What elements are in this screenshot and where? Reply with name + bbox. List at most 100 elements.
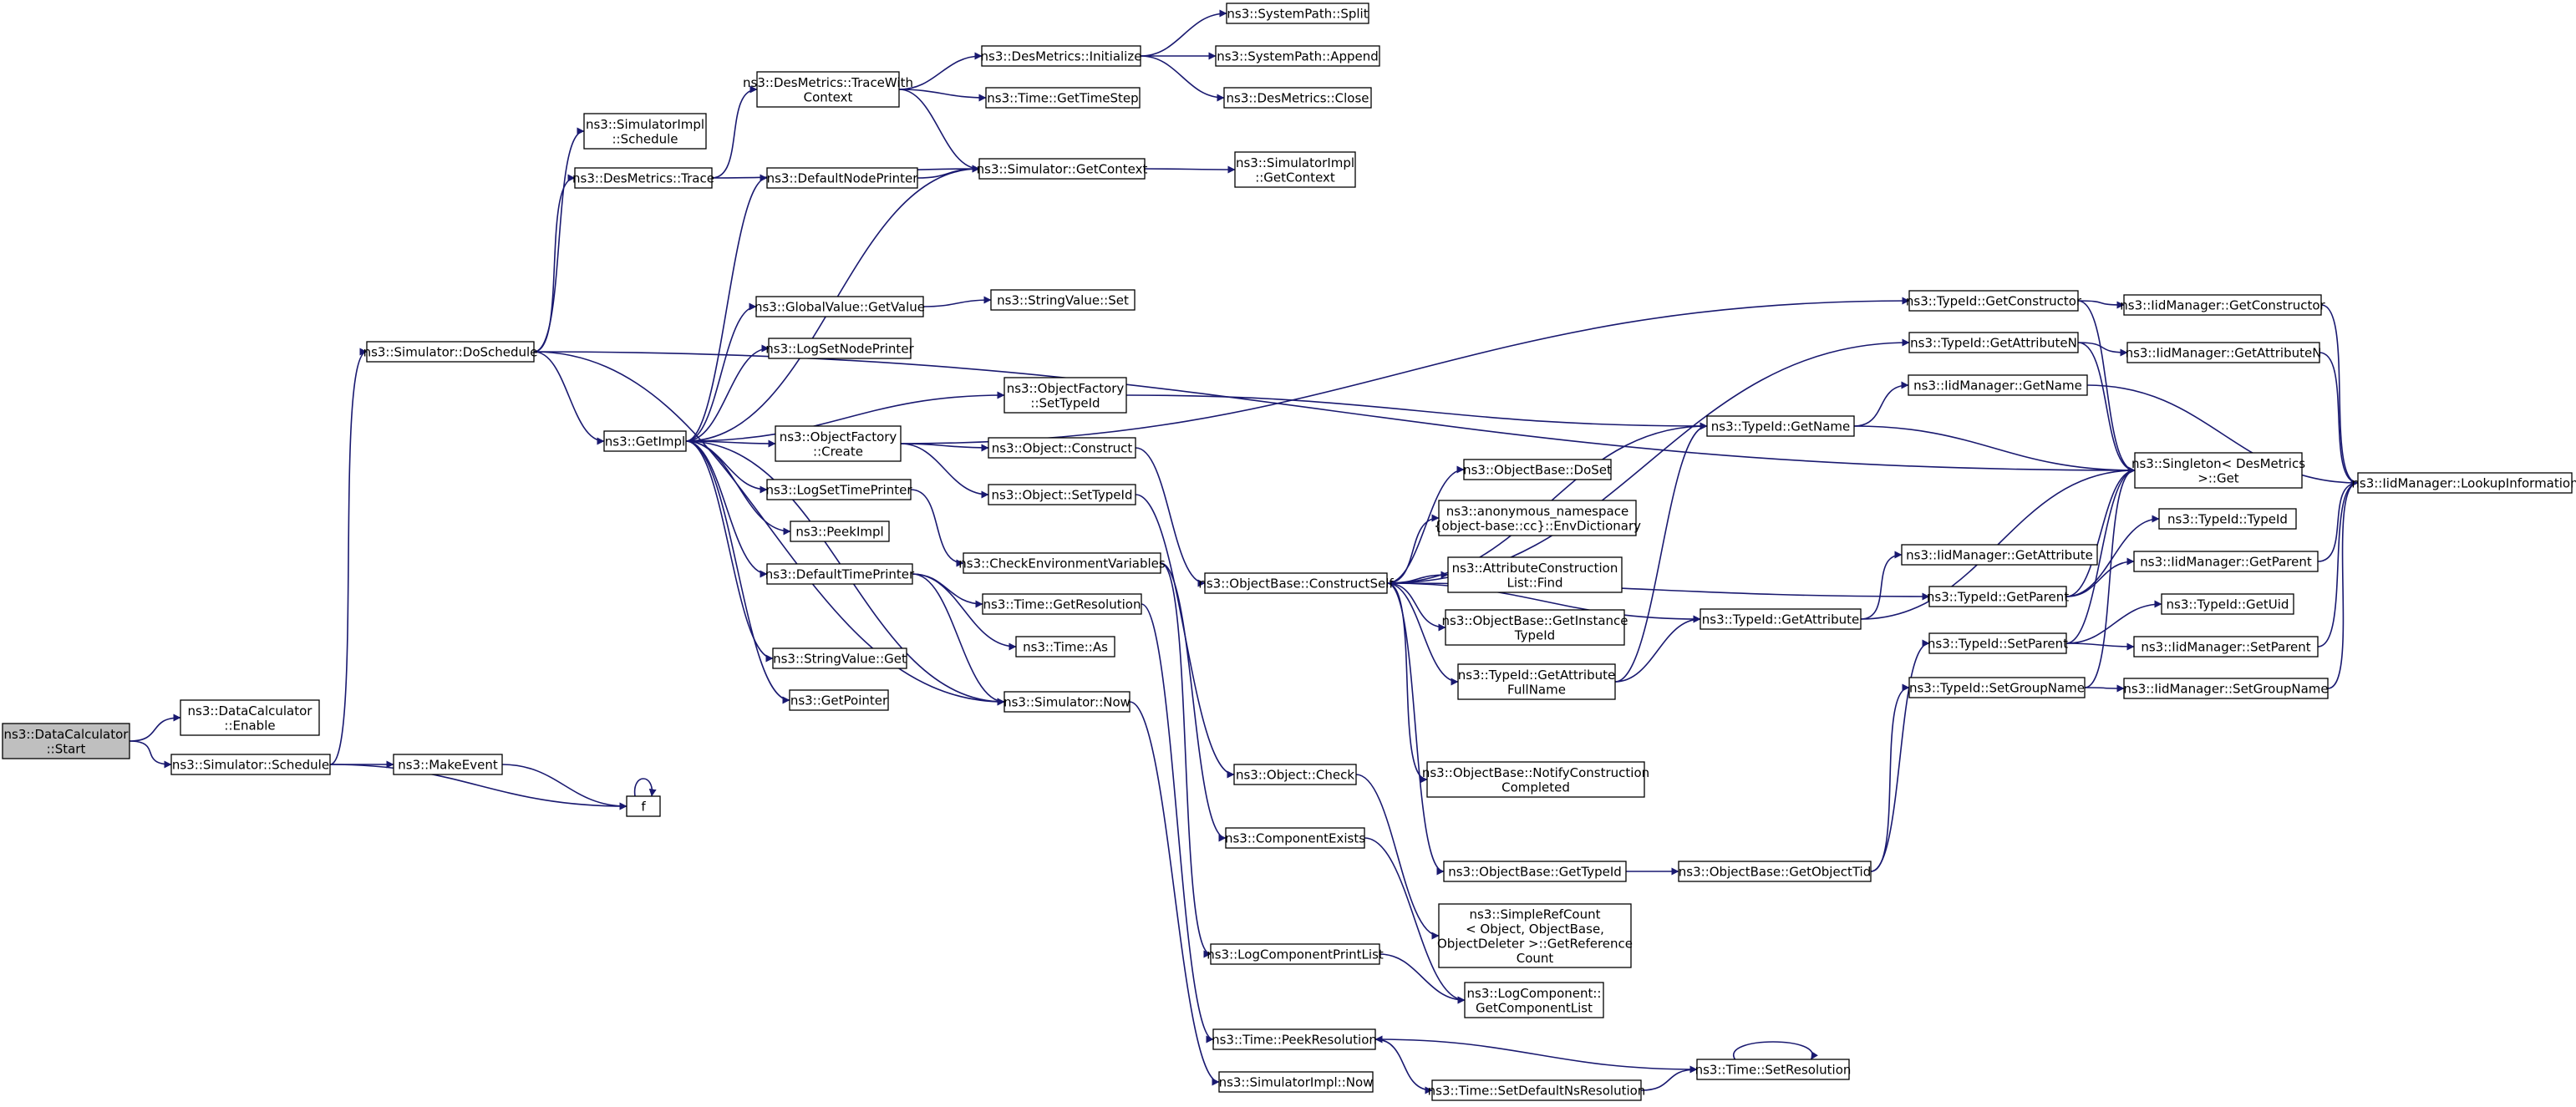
node-simgetcontext[interactable]: ns3::Simulator::GetContext (977, 158, 1148, 180)
node-objcheck[interactable]: ns3::Object::Check (1233, 764, 1357, 785)
node-defaultnodeprinter[interactable]: ns3::DefaultNodePrinter (766, 167, 919, 189)
call-edge (2086, 384, 2359, 487)
node-objbasegettypeid[interactable]: ns3::ObjectBase::GetTypeId (1443, 861, 1627, 882)
node-logcompprintlist[interactable]: ns3::LogComponentPrintList (1207, 943, 1384, 965)
node-typeidgetattrn[interactable]: ns3::TypeId::GetAttributeN (1908, 332, 2079, 353)
node-enable[interactable]: ns3::DataCalculator::Enable (180, 699, 320, 736)
node-checkenv[interactable]: ns3::CheckEnvironmentVariables (958, 552, 1166, 574)
node-makeevent[interactable]: ns3::MakeEvent (393, 754, 503, 775)
call-edge (2077, 342, 2136, 475)
node-iidgetattrn[interactable]: ns3::IidManager::GetAttributeN (2126, 342, 2322, 363)
node-syspathsplit[interactable]: ns3::SystemPath::Split (1226, 3, 1369, 24)
node-start[interactable]: ns3::DataCalculator::Start (2, 723, 130, 759)
node-notifyconstr[interactable]: ns3::ObjectBase::NotifyConstructionCompl… (1422, 761, 1649, 798)
node-timesetdefaultns[interactable]: ns3::Time::SetDefaultNsResolution (1428, 1079, 1646, 1101)
node-box (1015, 636, 1115, 658)
node-logsetnodeprinter[interactable]: ns3::LogSetNodePrinter (765, 338, 915, 359)
node-timepeekres[interactable]: ns3::Time::PeekResolution (1212, 1028, 1377, 1050)
call-edge (898, 89, 987, 102)
edge-desmetricstrace-to-tracewithcontext (711, 85, 758, 179)
node-gettimestep[interactable]: ns3::Time::GetTimeStep (985, 87, 1141, 109)
node-desmetricstrace[interactable]: ns3::DesMetrics::Trace (572, 167, 714, 189)
node-objsettypeid[interactable]: ns3::Object::SetTypeId (988, 484, 1136, 505)
node-iidsetgroupname[interactable]: ns3::IidManager::SetGroupName (2123, 678, 2329, 699)
call-edge (685, 440, 790, 704)
node-objfactorycreate[interactable]: ns3::ObjectFactory::Create (775, 425, 902, 462)
node-iidgetattr[interactable]: ns3::IidManager::GetAttribute (1901, 544, 2098, 566)
edge-defaulttimeprinter-to-timeas (912, 573, 1017, 651)
node-logsettimeprinter[interactable]: ns3::LogSetTimePrinter (765, 479, 912, 500)
node-label: ns3::TypeId::TypeId (2167, 512, 2288, 527)
node-desinit[interactable]: ns3::DesMetrics::Initialize (981, 45, 1142, 67)
node-box (1438, 903, 1632, 968)
edge-getimpl-to-logsetnodeprinter (685, 344, 770, 442)
call-edge (2065, 515, 2160, 597)
node-label: ns3::DesMetrics::Trace (572, 171, 714, 186)
call-edge (900, 443, 989, 499)
node-stringvalueget[interactable]: ns3::StringValue::Get (772, 647, 907, 669)
node-box (1457, 663, 1616, 700)
node-iidlookupinfo[interactable]: ns3::IidManager::LookupInformation (2351, 472, 2576, 494)
edge-tracewithcontext-to-desinit (898, 52, 983, 90)
node-objbasedoset[interactable]: ns3::ObjectBase::DoSet (1463, 459, 1612, 480)
call-edge (2065, 466, 2136, 597)
edge-start-to-enable (129, 713, 181, 742)
node-iidsetparent[interactable]: ns3::IidManager::SetParent (2133, 636, 2319, 658)
node-typeidtypeid[interactable]: ns3::TypeId::TypeId (2158, 508, 2297, 530)
node-iidgetconstructor[interactable]: ns3::IidManager::GetConstructor (2120, 294, 2326, 316)
node-typeidgetuid[interactable]: ns3::TypeId::GetUid (2161, 593, 2294, 615)
node-label: ns3::TypeId::GetName (1711, 419, 1850, 434)
node-envdict[interactable]: ns3::anonymous_namespace{object-base::cc… (1434, 500, 1641, 536)
node-typeidgetattr[interactable]: ns3::TypeId::GetAttribute (1700, 608, 1862, 630)
node-defaulttimeprinter[interactable]: ns3::DefaultTimePrinter (765, 563, 915, 585)
node-getobjecttid[interactable]: ns3::ObjectBase::GetObjectTid (1678, 861, 1872, 882)
node-label: ns3::TypeId::GetConstructor (1906, 294, 2082, 309)
node-stringvalueset[interactable]: ns3::StringValue::Set (990, 289, 1136, 311)
call-edge (2320, 304, 2359, 487)
node-constructself[interactable]: ns3::ObjectBase::ConstructSelf (1198, 572, 1394, 594)
node-simimplgetcontext[interactable]: ns3::SimulatorImpl::GetContext (1234, 151, 1356, 188)
node-simnow[interactable]: ns3::Simulator::Now (1003, 691, 1130, 713)
node-objfactorysettypeid[interactable]: ns3::ObjectFactory::SetTypeId (1003, 377, 1127, 414)
node-timesetres[interactable]: ns3::Time::SetResolution (1695, 1059, 1852, 1080)
node-typeidgetconstructor[interactable]: ns3::TypeId::GetConstructor (1906, 290, 2082, 312)
node-label: FullName (1507, 682, 1566, 697)
node-schedule[interactable]: ns3::Simulator::Schedule (170, 754, 331, 775)
edge-tracewithcontext-to-simgetcontext (898, 89, 980, 173)
node-timeas[interactable]: ns3::Time::As (1015, 636, 1115, 658)
node-timegetres[interactable]: ns3::Time::GetResolution (982, 593, 1142, 615)
node-typeidsetparent[interactable]: ns3::TypeId::SetParent (1928, 632, 2068, 654)
node-typeidsetgroupname[interactable]: ns3::TypeId::SetGroupName (1908, 677, 2086, 698)
node-label: ::Create (813, 444, 863, 459)
node-f[interactable]: f (626, 795, 661, 817)
node-box (2123, 294, 2322, 316)
node-typeidgetparent[interactable]: ns3::TypeId::GetParent (1927, 586, 2069, 607)
edge-logcompprintlist-to-getcomplist (1379, 953, 1466, 1004)
node-getpointer[interactable]: ns3::GetPointer (789, 689, 889, 711)
node-iidgetname[interactable]: ns3::IidManager::GetName (1908, 374, 2088, 396)
node-box (1226, 3, 1369, 24)
node-iidgetparent[interactable]: ns3::IidManager::GetParent (2133, 551, 2319, 572)
node-compexists[interactable]: ns3::ComponentExists (1225, 827, 1365, 849)
node-simimplschedule[interactable]: ns3::SimulatorImpl::Schedule (583, 113, 707, 150)
node-label: ns3::IidManager::SetParent (2141, 640, 2310, 655)
node-globalvalueget[interactable]: ns3::GlobalValue::GetValue (755, 296, 925, 317)
edge-constructself-to-objbasedoset (1386, 465, 1465, 584)
node-doschedule[interactable]: ns3::Simulator::DoSchedule (363, 341, 538, 363)
node-objconstruct[interactable]: ns3::Object::Construct (988, 437, 1136, 459)
edge-objfactorysettypeid-to-typeidgetname (1125, 394, 1708, 430)
node-typeidgetname[interactable]: ns3::TypeId::GetName (1706, 415, 1855, 437)
node-syspathappend[interactable]: ns3::SystemPath::Append (1215, 45, 1380, 67)
node-getcomplist[interactable]: ns3::LogComponent::GetComponentList (1464, 982, 1604, 1018)
node-singletonget[interactable]: ns3::Singleton< DesMetrics >::Get (2131, 452, 2305, 489)
node-getimpl[interactable]: ns3::GetImpl (603, 430, 687, 452)
node-simimplnow[interactable]: ns3::SimulatorImpl::Now (1218, 1071, 1374, 1093)
node-simplerefcount[interactable]: ns3::SimpleRefCount< Object, ObjectBase,… (1437, 903, 1633, 968)
node-label: ns3::DataCalculator (188, 703, 313, 719)
node-desclose[interactable]: ns3::DesMetrics::Close (1223, 87, 1372, 109)
node-peekimpl[interactable]: ns3::PeekImpl (790, 520, 890, 542)
